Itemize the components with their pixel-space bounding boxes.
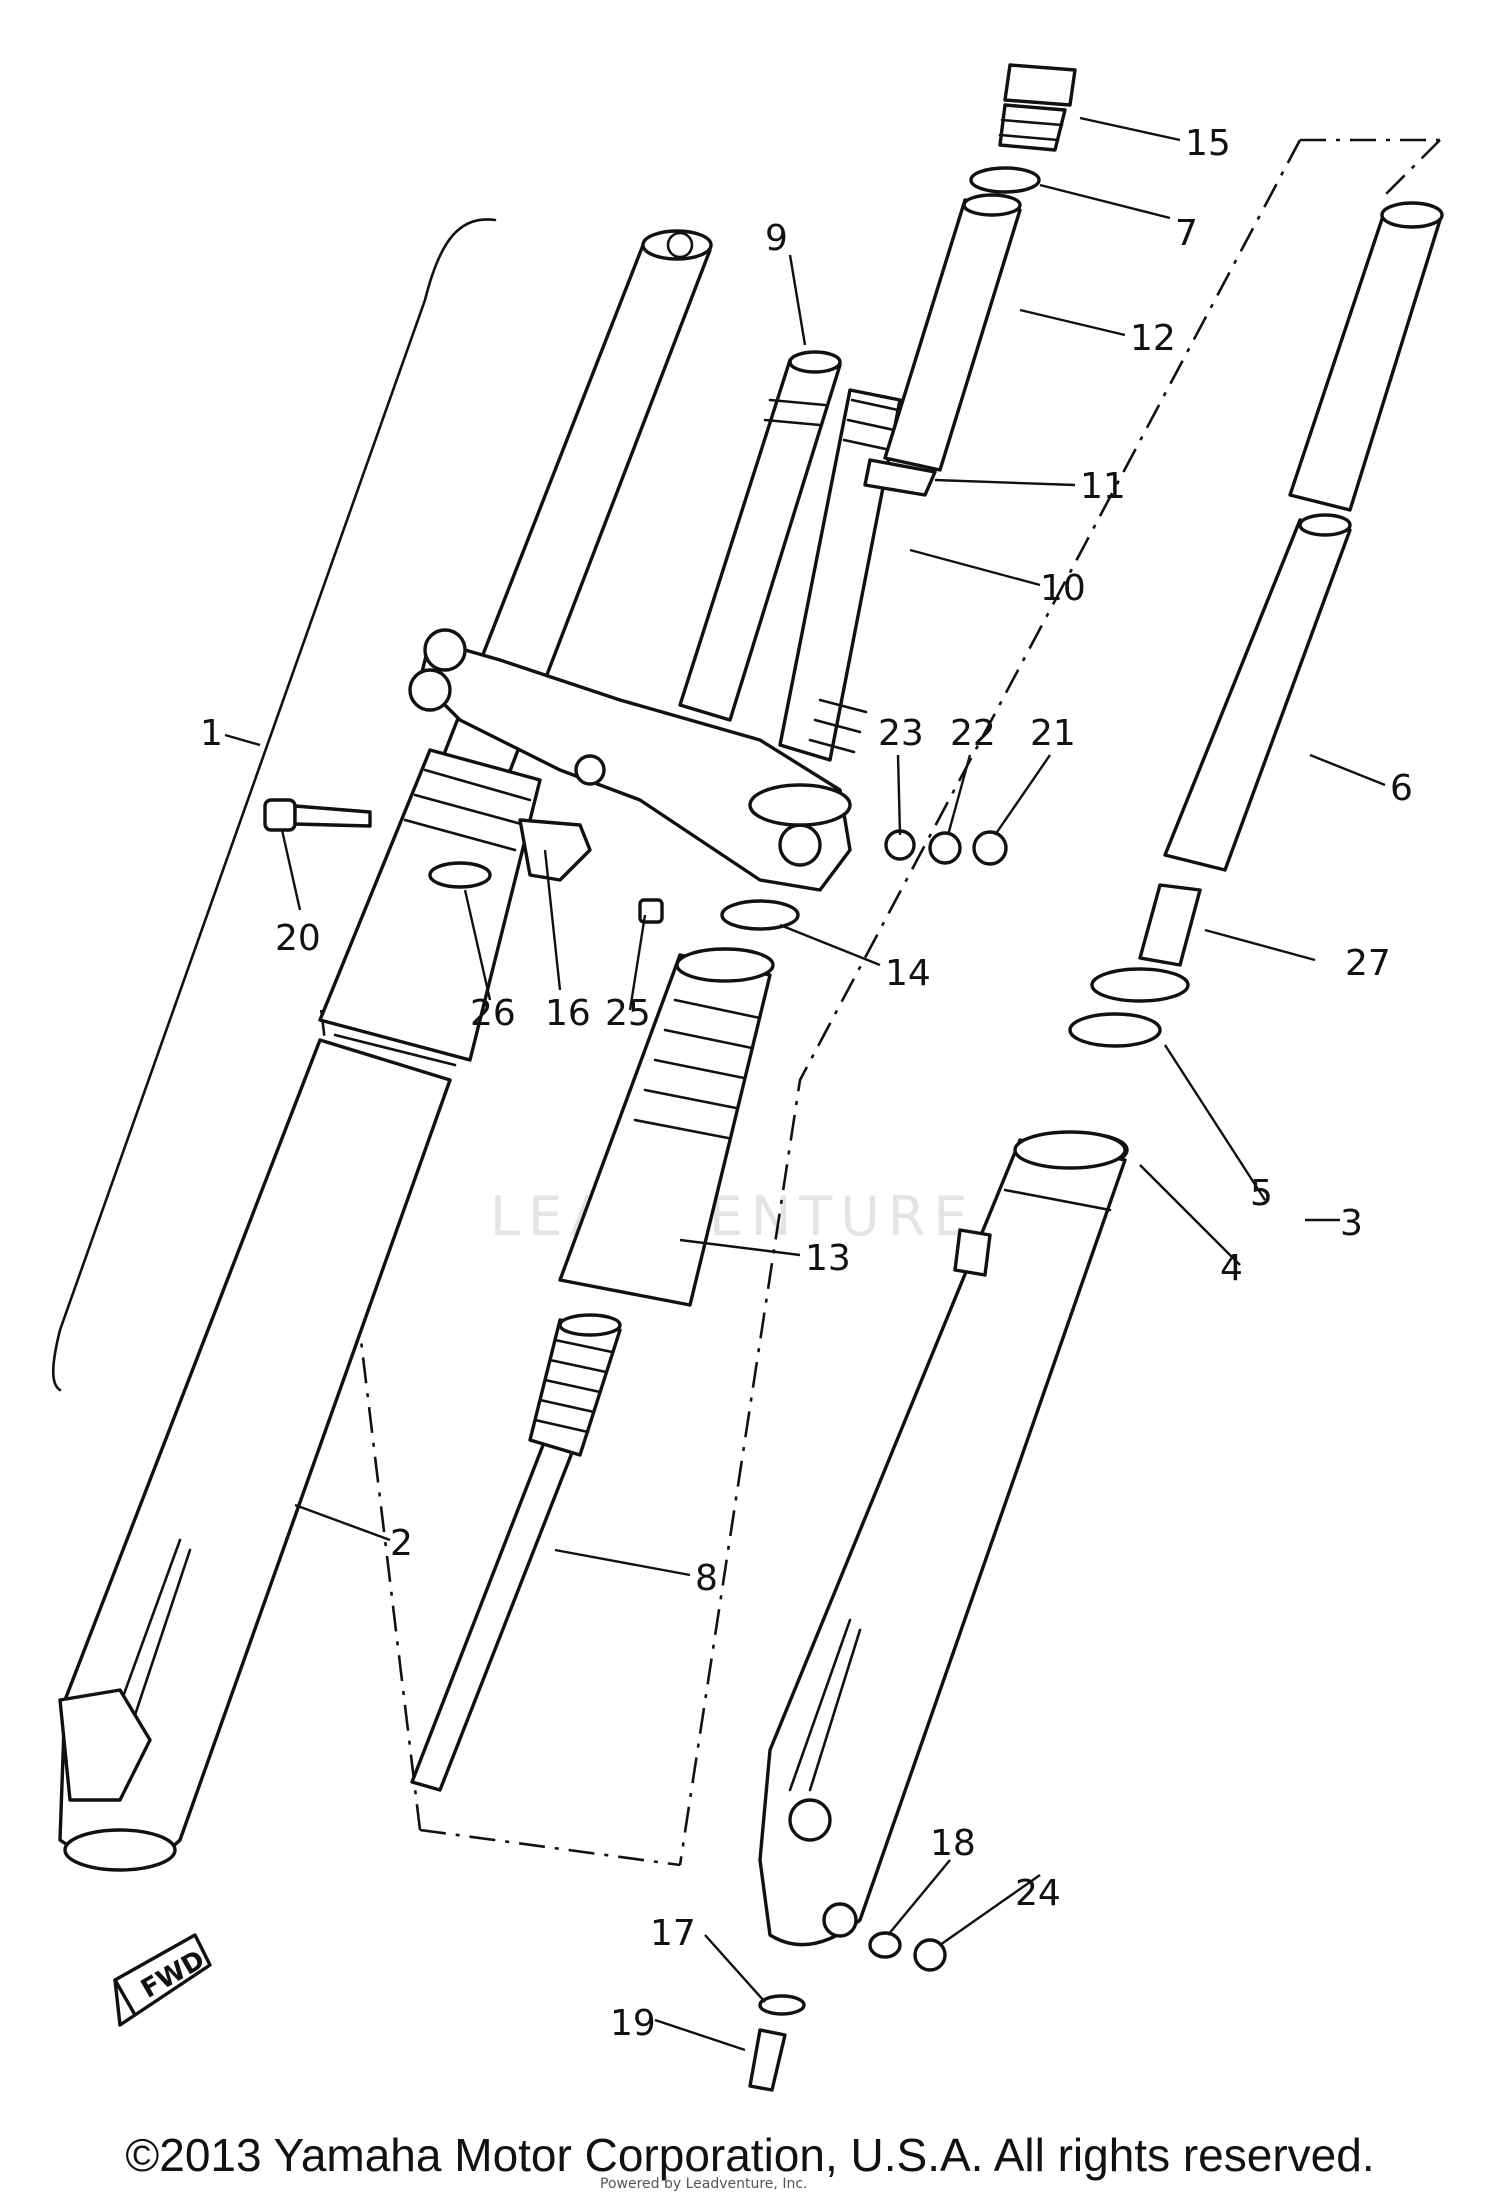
callout-25: 25 xyxy=(605,993,651,1034)
callout-9: 9 xyxy=(765,218,788,259)
callout-7: 7 xyxy=(1175,213,1198,254)
washer-23 xyxy=(884,829,916,861)
washer-18 xyxy=(868,1931,902,1959)
callout-labels: 1 2 3 4 5 6 7 8 9 10 11 12 13 14 15 16 1… xyxy=(200,123,1413,2044)
drain-bolt xyxy=(748,2028,787,2092)
callout-6: 6 xyxy=(1390,768,1413,809)
bearing-race xyxy=(720,899,800,931)
right-outer-tube xyxy=(758,1130,1127,1947)
callout-3: 3 xyxy=(1340,1203,1363,1244)
callout-5: 5 xyxy=(1250,1173,1273,1214)
callout-27: 27 xyxy=(1345,943,1391,984)
washer-22 xyxy=(928,831,962,865)
callout-12: 12 xyxy=(1130,318,1176,359)
callout-19: 19 xyxy=(610,2003,656,2044)
steering-stem xyxy=(678,350,842,722)
oil-seal xyxy=(1068,1012,1162,1048)
assembly-outline-center xyxy=(318,999,681,1867)
callout-4: 4 xyxy=(1220,1248,1243,1289)
fwd-arrow: FWD xyxy=(113,1933,212,2027)
callout-17: 17 xyxy=(650,1913,696,1954)
spacer-tube xyxy=(883,193,1022,472)
callout-18: 18 xyxy=(930,1823,976,1864)
callout-20: 20 xyxy=(275,918,321,959)
damper-rod xyxy=(410,1313,622,1792)
left-fork-outer-tube xyxy=(58,1038,452,1872)
powered-by-credit: Powered by Leadventure, Inc. xyxy=(600,2176,808,2192)
callout-26: 26 xyxy=(470,993,516,1034)
callout-16: 16 xyxy=(545,993,591,1034)
right-inner-tube-upper xyxy=(1288,201,1444,512)
assembly-bracket-left xyxy=(51,218,497,1392)
callout-24: 24 xyxy=(1015,1873,1061,1914)
gasket-17 xyxy=(758,1994,806,2016)
callout-15: 15 xyxy=(1185,123,1231,164)
copyright-notice: ©2013 Yamaha Motor Corporation, U.S.A. A… xyxy=(125,2129,1375,2181)
callout-11: 11 xyxy=(1080,466,1126,507)
o-ring xyxy=(969,166,1041,194)
clamp-washer xyxy=(428,861,492,889)
triple-clamp xyxy=(408,628,852,892)
right-inner-tube xyxy=(1163,513,1352,872)
callout-2: 2 xyxy=(390,1523,413,1564)
watermark-text: LEADVENTURE xyxy=(490,1185,975,1248)
dust-seal xyxy=(1090,967,1190,1003)
callout-13: 13 xyxy=(805,1238,851,1279)
leader-lines xyxy=(224,116,1386,2052)
nut-21 xyxy=(972,830,1008,866)
bolt-24 xyxy=(913,1938,947,1972)
spring-seat xyxy=(863,458,937,497)
collar xyxy=(1138,883,1202,967)
callout-22: 22 xyxy=(950,713,996,754)
right-fork-boot xyxy=(558,947,775,1307)
callout-10: 10 xyxy=(1040,568,1086,609)
callout-8: 8 xyxy=(695,1558,718,1599)
bracket xyxy=(518,818,592,882)
callout-1: 1 xyxy=(200,713,223,754)
assembly-outline-right xyxy=(678,138,1441,1866)
cap-bolt xyxy=(998,63,1077,152)
callout-14: 14 xyxy=(885,953,931,994)
pinch-bolt xyxy=(263,798,372,832)
callout-23: 23 xyxy=(878,713,924,754)
callout-21: 21 xyxy=(1030,713,1076,754)
